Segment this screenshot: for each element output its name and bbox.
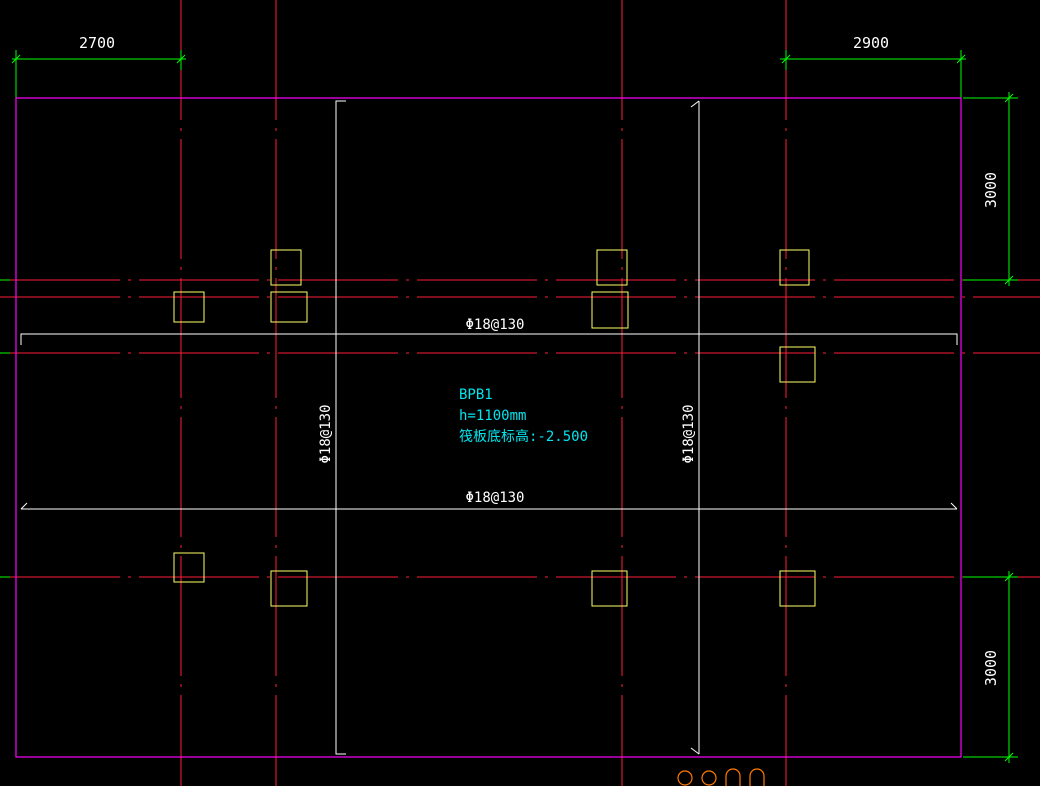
column-8[interactable]: [173, 552, 205, 583]
rebar-label-bottom-horizontal: Φ18@130: [465, 490, 524, 506]
orange-mark-2: [701, 770, 717, 786]
column-2[interactable]: [596, 249, 628, 286]
rebar-line-left-vertical: [335, 100, 346, 755]
column-6[interactable]: [591, 291, 629, 329]
column-5[interactable]: [270, 291, 308, 323]
orange-mark-3: [725, 768, 741, 786]
rebar-label-right-vertical: Φ18@130: [681, 404, 697, 463]
orange-mark-1: [677, 770, 693, 786]
dim-tick-ru-2: [1004, 275, 1014, 285]
rebar-label-top-horizontal: Φ18@130: [465, 317, 524, 333]
rebar-line-top-horizontal: [20, 333, 958, 345]
slab-boundary[interactable]: [15, 97, 962, 758]
dim-tick-tr-2: [956, 54, 966, 64]
dim-tick-tr-1: [781, 54, 791, 64]
dim-tick-rl-2: [1004, 752, 1014, 762]
columns: [173, 249, 816, 607]
dim-tick-tl-1: [11, 54, 21, 64]
slab-thickness: h=1100mm: [459, 408, 526, 424]
rebar-lines: [20, 100, 958, 755]
column-3[interactable]: [779, 249, 810, 286]
dim-text-top-right: 2900: [853, 34, 889, 52]
slab-elevation: 筏板底标高:-2.500: [459, 428, 588, 445]
rebar-right-hook-top: [690, 100, 700, 108]
column-10[interactable]: [591, 570, 628, 607]
dim-text-right-upper: 3000: [982, 172, 1000, 208]
column-9[interactable]: [270, 570, 308, 607]
dim-tick-tl-2: [176, 54, 186, 64]
dim-tick-ru-1: [1004, 93, 1014, 103]
rebar-bottom-hook-right: [950, 502, 958, 510]
rebar-label-left-vertical: Φ18@130: [318, 404, 334, 463]
bottom-marks: [677, 768, 765, 786]
dim-tick-rl-1: [1004, 572, 1014, 582]
column-11[interactable]: [779, 570, 816, 607]
column-4[interactable]: [173, 291, 205, 323]
dim-text-right-lower: 3000: [982, 650, 1000, 686]
dim-text-top-left: 2700: [79, 34, 115, 52]
dimension-lines: [0, 50, 1018, 763]
rebar-bottom-hook-left: [20, 502, 28, 510]
column-1[interactable]: [270, 249, 302, 286]
orange-mark-4: [749, 768, 765, 786]
rebar-right-hook-bottom: [690, 747, 700, 755]
column-7[interactable]: [779, 346, 816, 383]
slab-name: BPB1: [459, 387, 493, 403]
